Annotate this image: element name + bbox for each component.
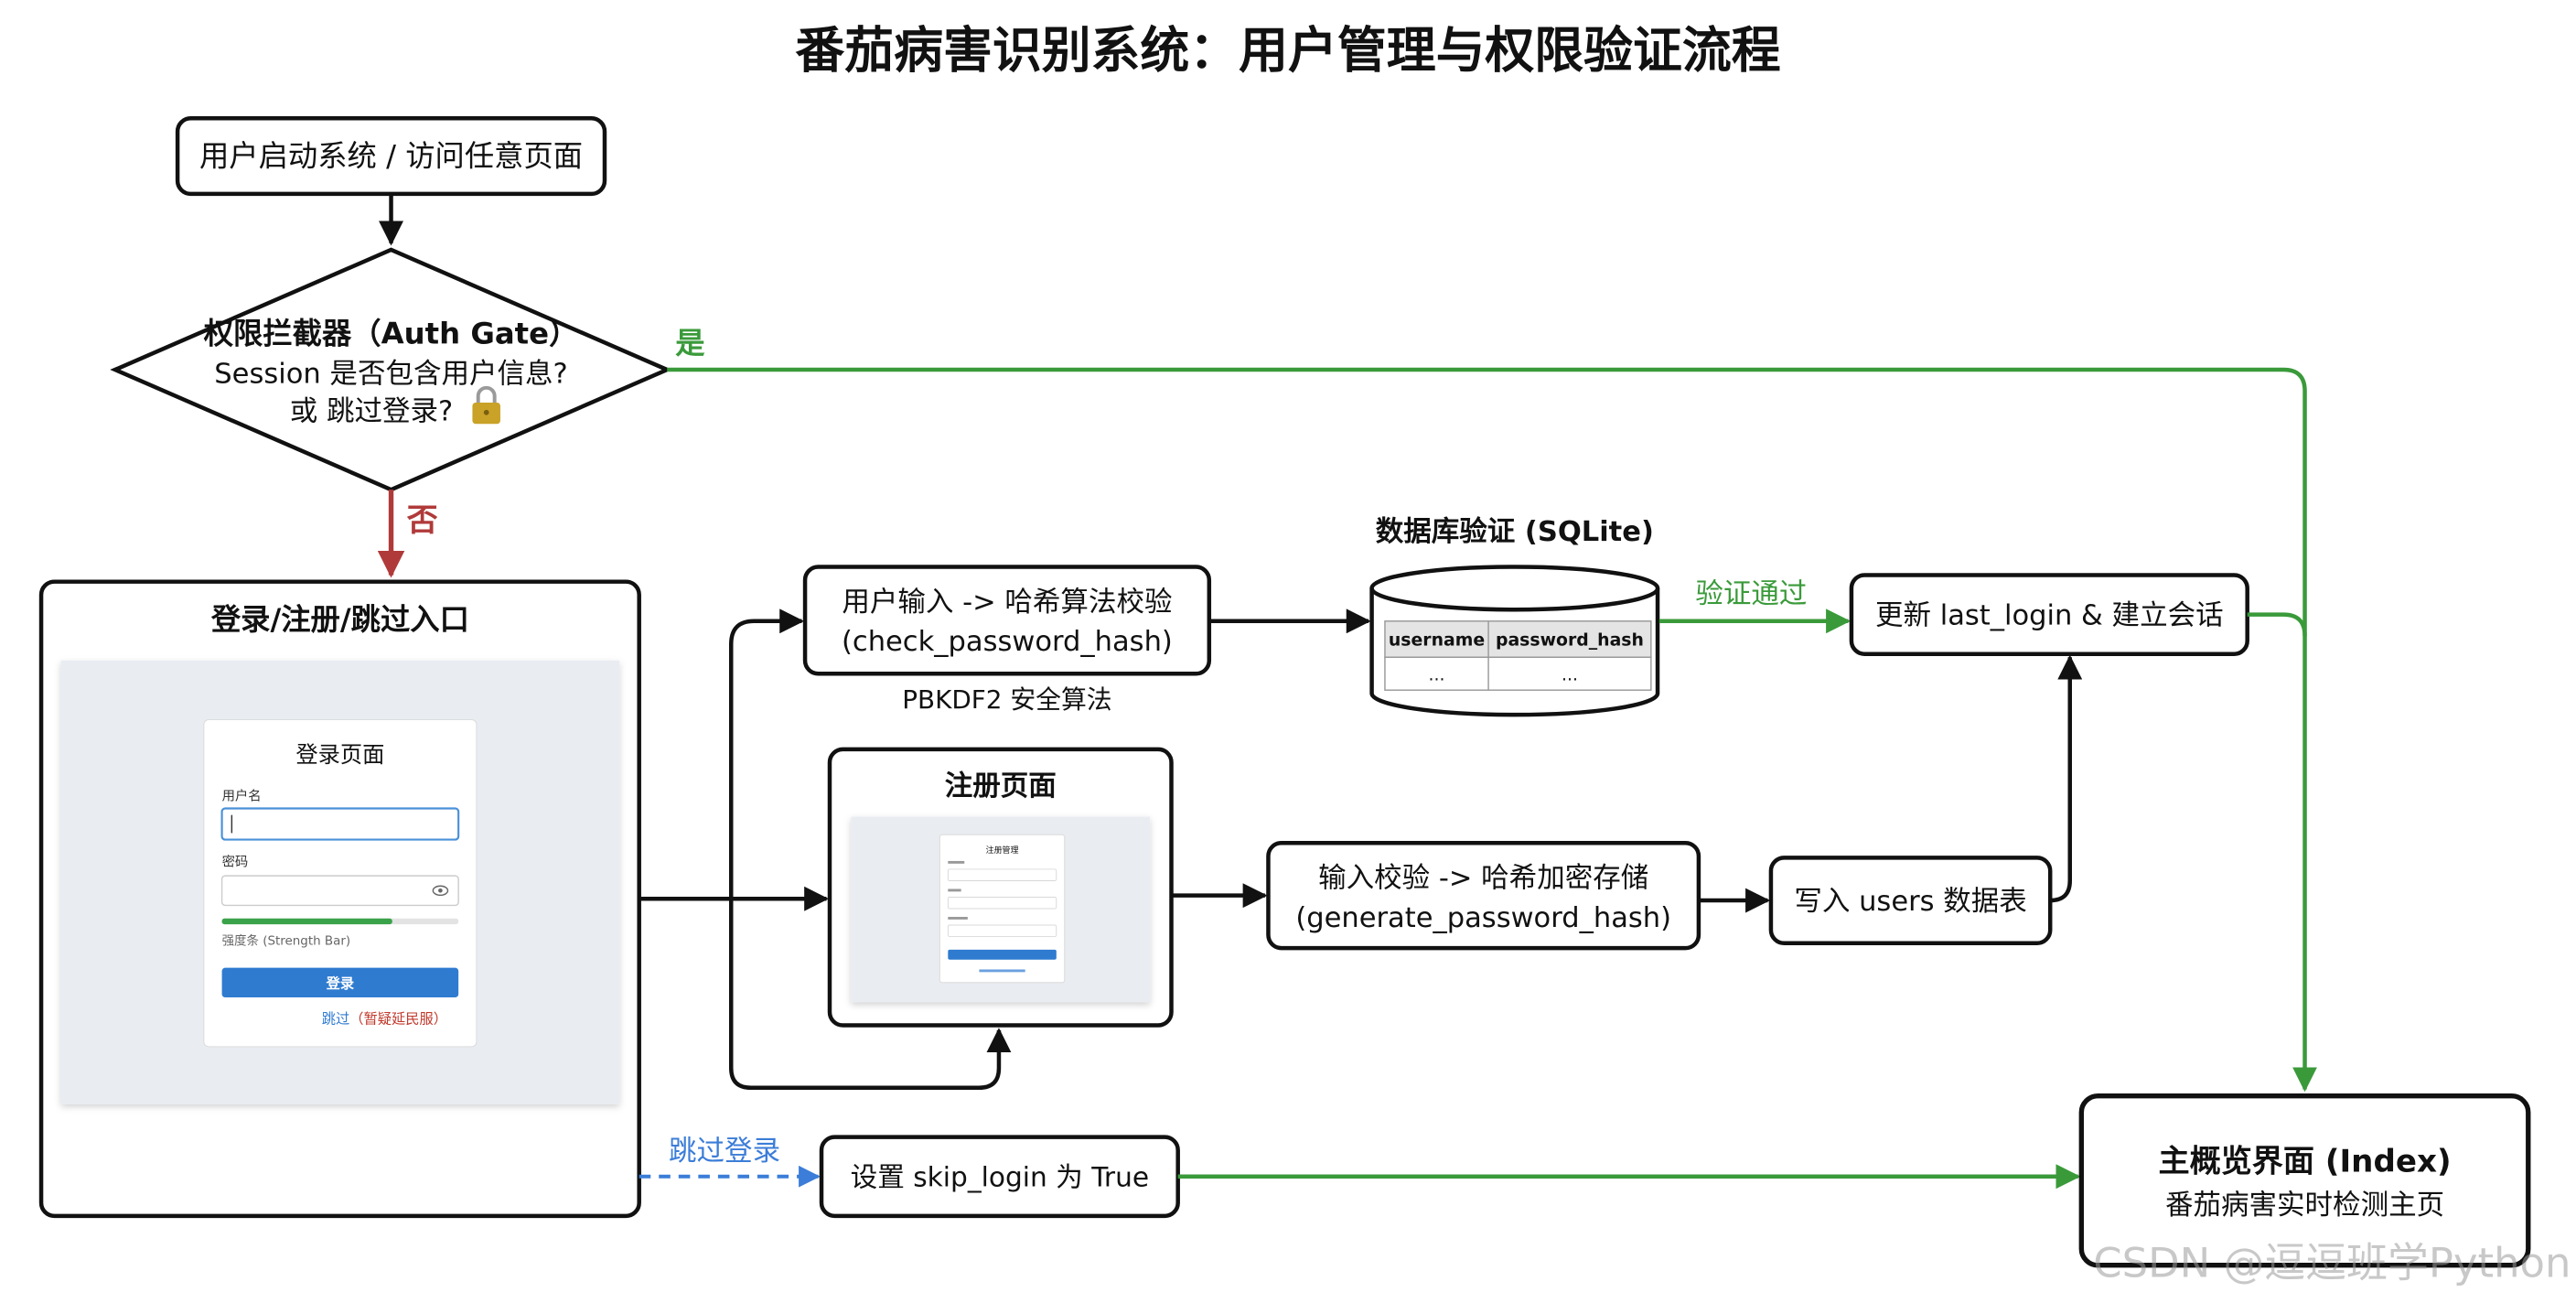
arrow-users-to-update — [2050, 654, 2083, 903]
username-label: 用户名 — [222, 789, 262, 804]
edge-label-skip-login: 跳过登录 — [669, 1136, 780, 1168]
auth-gate-title: 权限拦截器（Auth Gate） — [203, 316, 579, 350]
register-label-placeholder — [948, 888, 961, 892]
register-button-mock — [948, 949, 1057, 960]
strength-bar-fill — [221, 918, 392, 925]
register-label-placeholder — [948, 860, 965, 864]
username-input-mock — [220, 807, 460, 841]
write-users-label: 写入 users 数据表 — [1794, 886, 2026, 918]
check-hash-line2: (check_password_hash) — [842, 626, 1173, 658]
check-hash-note: PBKDF2 安全算法 — [902, 684, 1111, 715]
edge-label-no: 否 — [407, 502, 438, 539]
index-node: 主概览界面 (Index) 番茄病害实时检测主页 — [2078, 1093, 2531, 1268]
register-link-mock — [979, 969, 1025, 973]
entry-panel: 登录/注册/跳过入口 登录页面 用户名 密码 强度条 (Strength Bar… — [38, 579, 641, 1219]
arrow-yes-to-index — [667, 367, 2318, 1093]
connector-update-to-index — [2247, 612, 2307, 637]
register-input-mock — [947, 897, 1057, 910]
set-skip-label: 设置 skip_login 为 True — [851, 1162, 1149, 1193]
index-box — [2078, 1093, 2531, 1268]
index-title: 主概览界面 (Index) — [2158, 1143, 2451, 1179]
update-session-label: 更新 last_login & 建立会话 — [1875, 599, 2224, 631]
register-label-placeholder — [948, 917, 968, 920]
db-table-header — [1384, 620, 1652, 659]
register-panel: 注册页面 注册管理 — [827, 747, 1174, 1028]
database-cylinder: username password_hash ... ... — [1369, 565, 1660, 717]
watermark: CSDN @逗逗班学Python — [2093, 1238, 2571, 1287]
login-button-label: 登录 — [326, 975, 355, 992]
encrypt-store-node: 输入校验 -> 哈希加密存储 (generate_password_hash) — [1266, 840, 1701, 951]
check-hash-line1: 用户输入 -> 哈希算法校验 — [842, 587, 1172, 619]
entry-panel-title: 登录/注册/跳过入口 — [210, 602, 469, 637]
auth-gate-line2: 或 跳过登录? — [290, 396, 453, 428]
database-label: 数据库验证 (SQLite) — [1376, 515, 1654, 548]
start-label: 用户启动系统 / 访问任意页面 — [199, 138, 583, 173]
login-card-title: 登录页面 — [295, 741, 384, 768]
db-column-password-hash: password_hash — [1496, 631, 1644, 651]
update-session-node: 更新 last_login & 建立会话 — [1849, 573, 2249, 656]
encrypt-store-box — [1266, 840, 1701, 951]
eye-icon — [432, 885, 449, 897]
arrow-entry-to-register-bottom — [729, 899, 1012, 1091]
auth-gate-line1: Session 是否包含用户信息? — [214, 358, 567, 390]
db-column-username: username — [1389, 631, 1485, 651]
register-card-title: 注册管理 — [986, 845, 1019, 856]
start-node: 用户启动系统 / 访问任意页面 — [175, 116, 607, 197]
encrypt-store-line1: 输入校验 -> 哈希加密存储 — [1318, 863, 1648, 895]
skip-link-note: （暂疑延民服） — [349, 1011, 447, 1028]
register-input-mock — [947, 868, 1057, 881]
db-cell: ... — [1562, 665, 1578, 684]
arrow-entry-to-check — [729, 608, 805, 899]
db-table-row — [1384, 656, 1652, 691]
password-label: 密码 — [222, 854, 249, 869]
auth-gate-decision: 权限拦截器（Auth Gate） Session 是否包含用户信息? 或 跳过登… — [110, 247, 672, 492]
skip-link-text: 跳过 — [322, 1011, 350, 1028]
write-users-node: 写入 users 数据表 — [1768, 856, 2053, 945]
encrypt-store-line2: (generate_password_hash) — [1295, 902, 1671, 934]
lock-icon — [472, 385, 500, 425]
register-input-mock — [947, 924, 1057, 937]
database-top — [1369, 565, 1660, 612]
strength-bar-label: 强度条 (Strength Bar) — [222, 933, 351, 949]
register-panel-title: 注册页面 — [945, 770, 1057, 802]
check-hash-node: 用户输入 -> 哈希算法校验 (check_password_hash) — [802, 565, 1212, 676]
diagram-title: 番茄病害识别系统：用户管理与权限验证流程 — [795, 22, 1780, 80]
index-subtitle: 番茄病害实时检测主页 — [2165, 1190, 2444, 1222]
login-button-mock — [221, 967, 459, 997]
edge-label-yes: 是 — [675, 326, 705, 361]
edge-label-verified: 验证通过 — [1695, 578, 1807, 610]
db-cell: ... — [1429, 665, 1445, 684]
set-skip-node: 设置 skip_login 为 True — [819, 1135, 1180, 1219]
password-input-mock — [220, 875, 459, 907]
skip-link-mock: 跳过（暂疑延民服） — [322, 1011, 447, 1028]
